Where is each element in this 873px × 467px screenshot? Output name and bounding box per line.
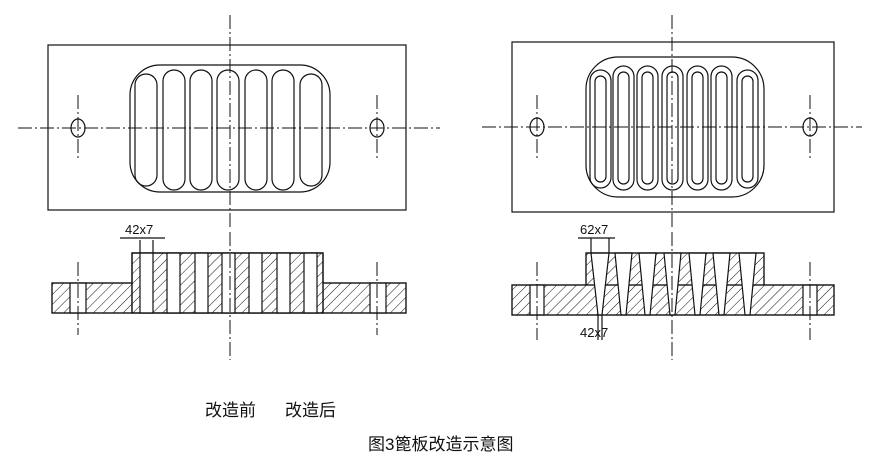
slot — [736, 69, 759, 189]
slot — [636, 65, 659, 191]
right-section-view — [511, 237, 835, 340]
slot — [589, 69, 612, 189]
right-top-view — [511, 41, 835, 213]
slot-inner — [594, 75, 607, 183]
slot — [162, 69, 186, 191]
slot-inner — [617, 71, 630, 185]
label-after: 改造后 — [285, 401, 336, 420]
right-section-slots — [590, 252, 757, 316]
left-section-hole-b — [369, 282, 387, 314]
right-section-centerlines — [536, 232, 811, 360]
slot — [189, 69, 213, 191]
right-slots — [589, 65, 759, 191]
label-before: 改造前 — [205, 401, 256, 420]
slot — [299, 73, 323, 187]
right-dimension-bottom-label: 42x7 — [580, 325, 609, 340]
left-section-view — [51, 237, 407, 314]
slot — [612, 65, 635, 191]
slot — [244, 69, 268, 191]
left-flange-left — [51, 282, 133, 314]
right-centerlines — [482, 15, 862, 230]
left-dimension-label: 42x7 — [125, 222, 154, 237]
slot-inner — [641, 71, 654, 185]
left-flange-right — [322, 282, 407, 314]
figure-caption: 图3篦板改造示意图 — [368, 435, 514, 454]
left-section-outline — [51, 252, 407, 314]
slot-inner — [741, 75, 754, 183]
slot-inner — [691, 71, 704, 185]
left-section-slots — [139, 252, 318, 314]
left-section-centerlines — [77, 232, 378, 360]
left-centerlines — [18, 15, 440, 230]
slot — [271, 69, 295, 191]
slot — [134, 73, 158, 187]
right-dimension-top-label: 62x7 — [580, 222, 609, 237]
slot — [216, 69, 240, 191]
slot-inner — [715, 71, 728, 185]
right-section-outline — [511, 252, 835, 316]
left-slots — [134, 69, 323, 191]
slot — [710, 65, 733, 191]
slot — [686, 65, 709, 191]
